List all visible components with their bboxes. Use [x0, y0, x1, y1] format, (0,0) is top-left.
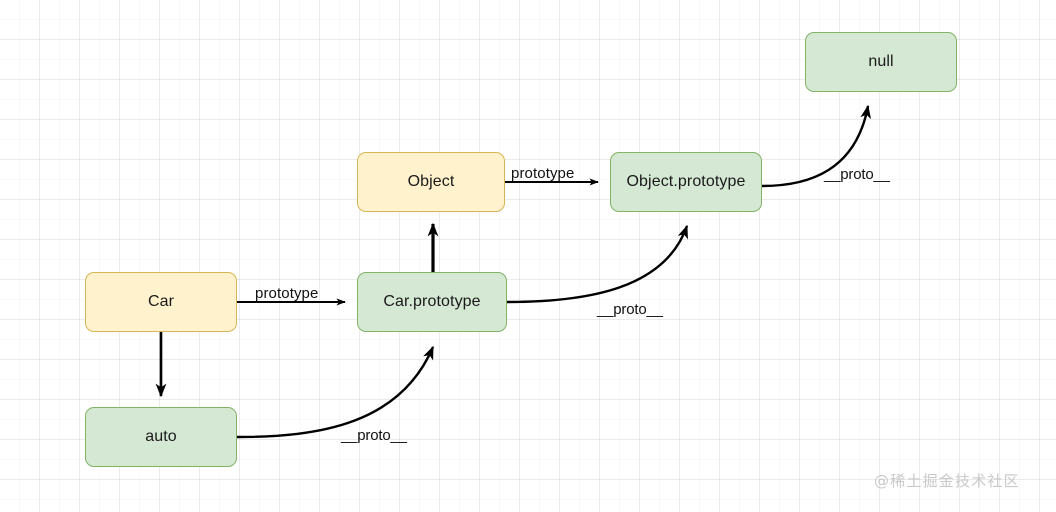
node-car-prototype[interactable]: Car.prototype [357, 272, 507, 332]
node-null-label: null [868, 53, 894, 70]
node-object-label: Object [407, 173, 455, 190]
node-car-label: Car [147, 293, 175, 310]
edge-auto-to-car-prototype [236, 345, 435, 439]
node-null[interactable]: null [805, 32, 957, 92]
node-car-prototype-label: Car.prototype [383, 293, 481, 310]
node-car[interactable]: Car [85, 272, 237, 332]
node-auto-label: auto [145, 428, 177, 445]
node-object-prototype[interactable]: Object.prototype [610, 152, 762, 212]
edge-label-car-prototype: prototype [255, 285, 319, 302]
edge-label-auto-proto: __proto__ [341, 427, 407, 444]
edge-car-prototype-to-object-prototype [506, 224, 689, 304]
node-object[interactable]: Object [357, 152, 505, 212]
watermark: @稀土掘金技术社区 [874, 472, 1020, 490]
node-object-prototype-label: Object.prototype [626, 173, 746, 190]
edge-label-object-prototype-proto: __proto__ [824, 166, 890, 183]
edge-label-object-prototype: prototype [511, 165, 575, 182]
edge-label-car-prototype-proto: __proto__ [597, 301, 663, 318]
node-auto[interactable]: auto [85, 407, 237, 467]
